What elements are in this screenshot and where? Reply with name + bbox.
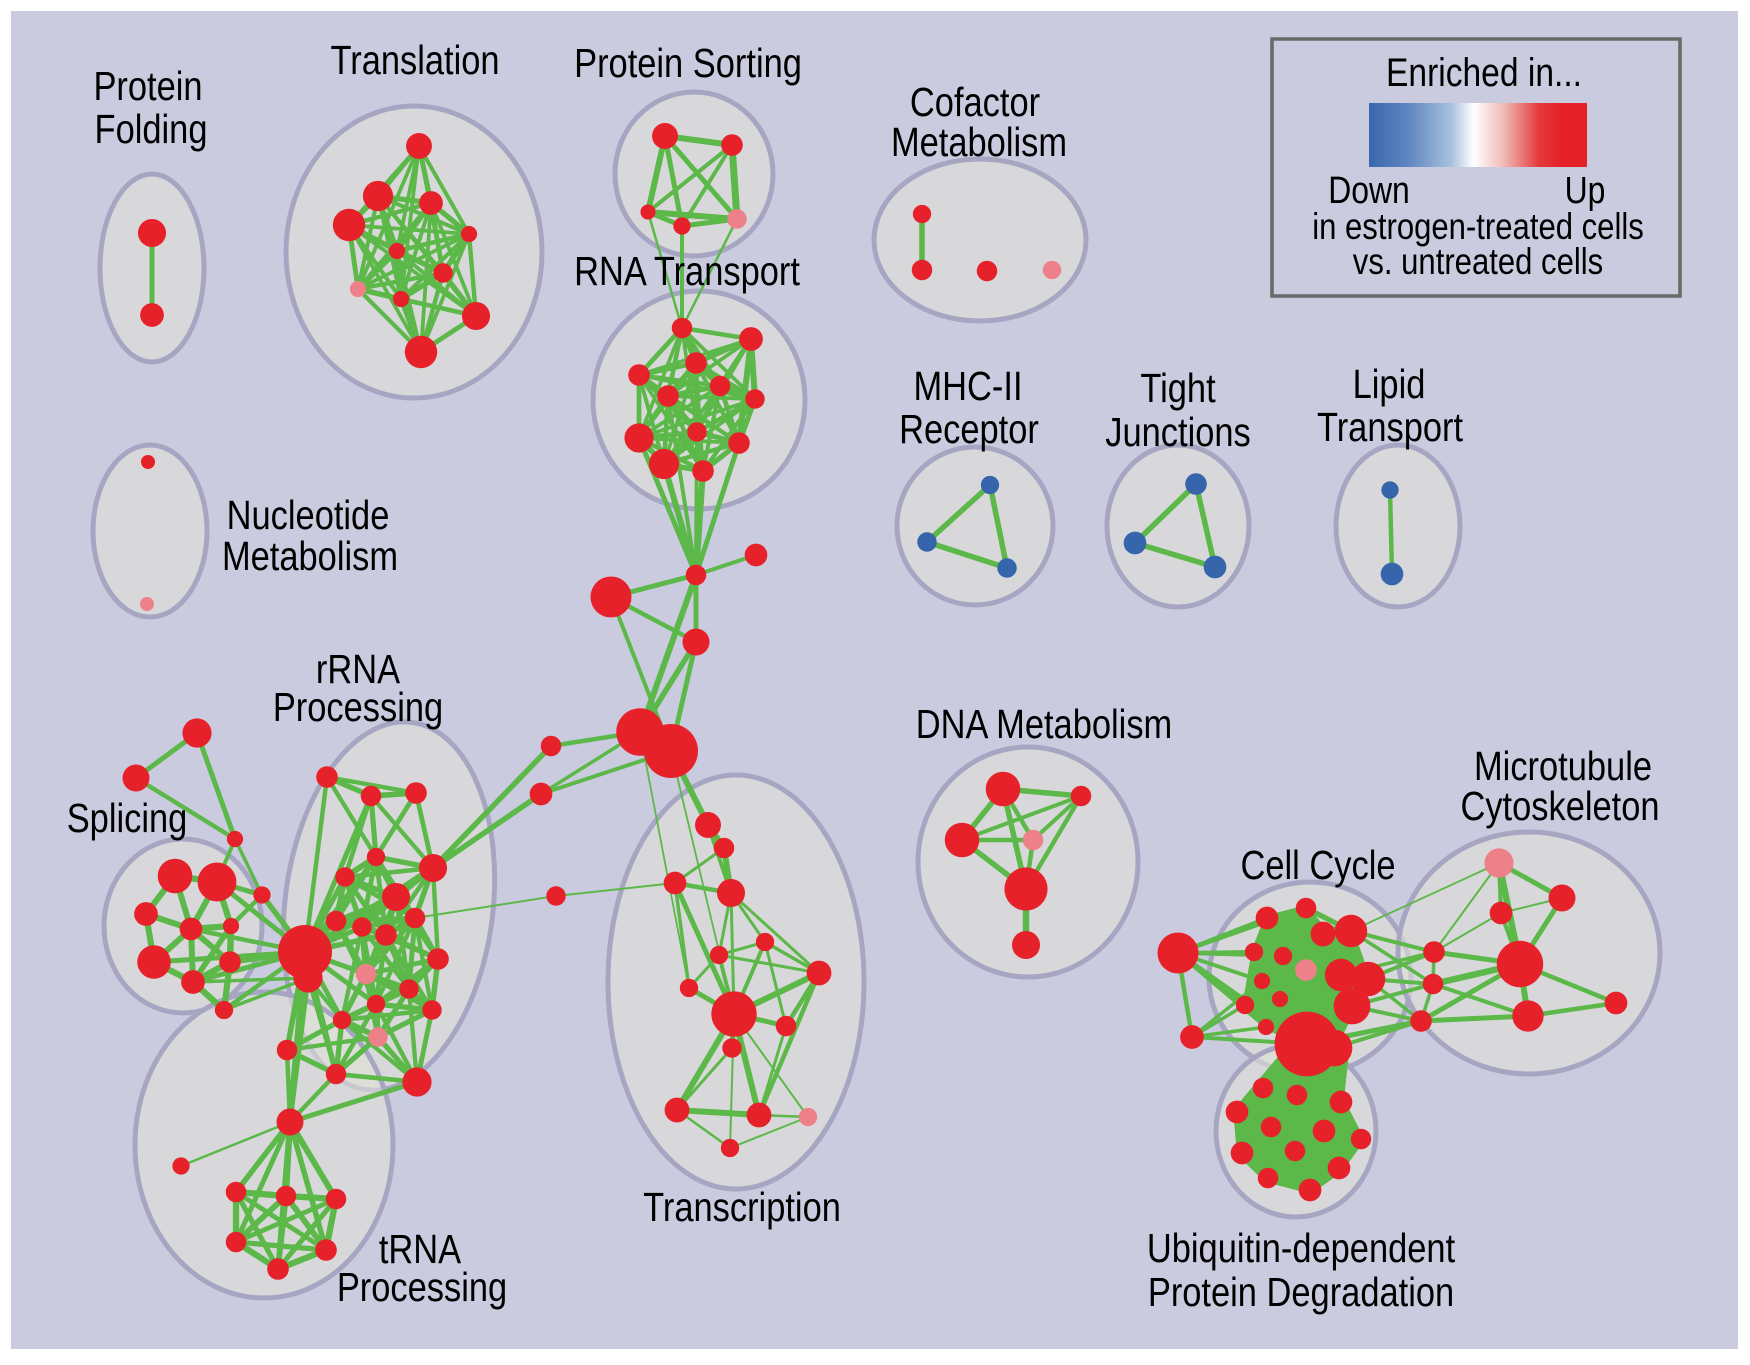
svg-text:Cytoskeleton: Cytoskeleton	[1460, 784, 1659, 829]
svg-text:Transport: Transport	[1317, 405, 1464, 450]
svg-text:Down: Down	[1328, 169, 1410, 211]
svg-text:Receptor: Receptor	[899, 407, 1039, 452]
svg-text:Cofactor: Cofactor	[910, 80, 1040, 125]
svg-text:tRNA: tRNA	[379, 1227, 462, 1272]
svg-text:Metabolism: Metabolism	[222, 534, 398, 579]
svg-text:Transcription: Transcription	[643, 1185, 841, 1230]
svg-text:Protein: Protein	[93, 64, 202, 109]
svg-text:in estrogen-treated cells: in estrogen-treated cells	[1312, 207, 1644, 248]
svg-text:Protein Sorting: Protein Sorting	[574, 41, 802, 86]
svg-text:Metabolism: Metabolism	[891, 120, 1067, 165]
svg-text:vs. untreated cells: vs. untreated cells	[1353, 242, 1603, 283]
svg-text:Nucleotide: Nucleotide	[227, 493, 390, 538]
svg-text:DNA Metabolism: DNA Metabolism	[916, 702, 1172, 747]
svg-text:Tight: Tight	[1140, 366, 1216, 411]
svg-text:Folding: Folding	[95, 107, 208, 152]
svg-text:Ubiquitin-dependent: Ubiquitin-dependent	[1147, 1226, 1456, 1271]
svg-text:Microtubule: Microtubule	[1474, 744, 1652, 789]
svg-text:MHC-II: MHC-II	[913, 364, 1022, 409]
svg-text:Junctions: Junctions	[1105, 410, 1250, 455]
svg-text:Cell Cycle: Cell Cycle	[1240, 843, 1395, 888]
svg-text:RNA Transport: RNA Transport	[574, 249, 800, 294]
svg-text:rRNA: rRNA	[316, 647, 401, 692]
svg-text:Up: Up	[1565, 169, 1606, 211]
svg-text:Processing: Processing	[273, 685, 443, 730]
svg-text:Protein Degradation: Protein Degradation	[1148, 1270, 1454, 1315]
svg-text:Lipid: Lipid	[1353, 362, 1426, 407]
svg-text:Processing: Processing	[337, 1265, 507, 1310]
svg-text:Enriched in...: Enriched in...	[1386, 50, 1582, 94]
svg-text:Splicing: Splicing	[67, 796, 188, 841]
svg-text:Translation: Translation	[330, 38, 499, 83]
